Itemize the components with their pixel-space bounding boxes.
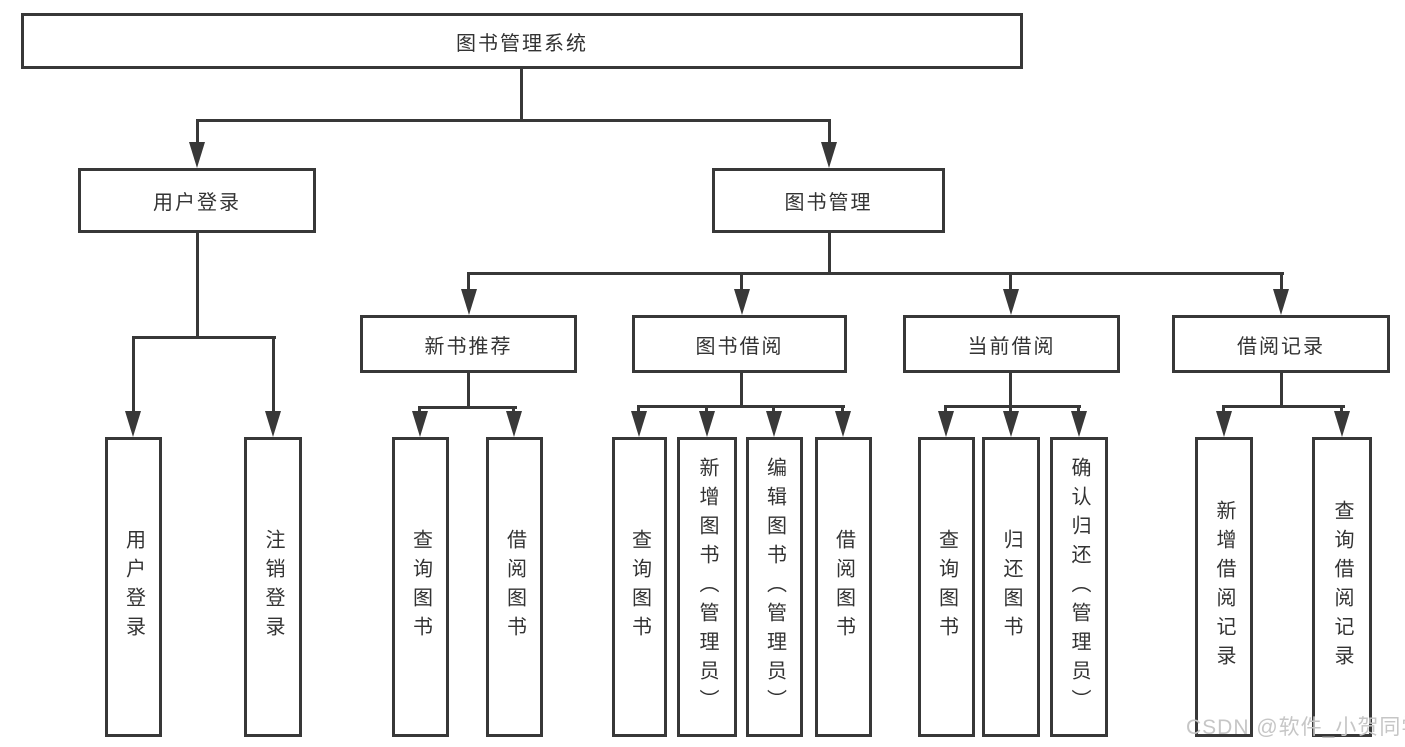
node-book-management: 图书管理 — [712, 168, 945, 233]
connector-line — [1009, 272, 1012, 292]
leaf-edit-book-admin: 编辑图书（管理员） — [746, 437, 803, 737]
leaf-label: 确认归还（管理员） — [1068, 456, 1090, 718]
arrow-down-icon — [835, 411, 851, 437]
connector-line — [944, 405, 1081, 408]
leaf-borrow-books-recommend: 借阅图书 — [486, 437, 543, 737]
leaf-return-book: 归还图书 — [982, 437, 1040, 737]
connector-line — [467, 373, 470, 409]
connector-line — [512, 406, 515, 415]
leaf-label: 归还图书 — [1000, 529, 1022, 645]
node-new-book-recommendation: 新书推荐 — [360, 315, 577, 373]
leaf-add-borrow-record: 新增借阅记录 — [1195, 437, 1253, 737]
arrow-down-icon — [734, 289, 750, 315]
leaf-label: 编辑图书（管理员） — [763, 456, 786, 718]
connector-line — [418, 406, 421, 415]
connector-line — [132, 336, 135, 414]
connector-line — [828, 233, 831, 275]
arrow-down-icon — [265, 411, 281, 437]
connector-line — [772, 405, 775, 414]
leaf-label: 借阅图书 — [503, 529, 526, 645]
node-user-login: 用户登录 — [78, 168, 316, 233]
connector-line — [196, 233, 199, 338]
connector-line — [740, 373, 743, 408]
arrow-down-icon — [1216, 411, 1232, 437]
leaf-label: 查询借阅记录 — [1331, 500, 1353, 674]
leaf-logout: 注销登录 — [244, 437, 302, 737]
arrow-down-icon — [1273, 289, 1289, 315]
connector-line — [467, 272, 1284, 275]
node-book-borrowing: 图书借阅 — [632, 315, 847, 373]
connector-line — [705, 405, 708, 414]
leaf-query-books-borrowing: 查询图书 — [612, 437, 667, 737]
connector-line — [196, 119, 831, 122]
arrow-down-icon — [1003, 411, 1019, 437]
connector-line — [520, 69, 523, 121]
connector-line — [841, 405, 844, 414]
leaf-label: 查询图书 — [628, 529, 651, 645]
connector-line — [1280, 272, 1283, 292]
leaf-label: 查询图书 — [409, 529, 432, 645]
node-borrowing-records: 借阅记录 — [1172, 315, 1390, 373]
connector-line — [1009, 373, 1012, 408]
arrow-down-icon — [506, 411, 522, 437]
arrow-down-icon — [1334, 411, 1350, 437]
leaf-borrow-books: 借阅图书 — [815, 437, 872, 737]
connector-line — [1222, 405, 1225, 414]
arrow-down-icon — [125, 411, 141, 437]
connector-line — [637, 405, 845, 408]
arrow-down-icon — [938, 411, 954, 437]
connector-line — [1222, 405, 1345, 408]
leaf-label: 查询图书 — [935, 529, 958, 645]
leaf-label: 用户登录 — [122, 529, 145, 645]
leaf-add-book-admin: 新增图书（管理员） — [677, 437, 737, 737]
connector-line — [467, 272, 470, 292]
arrow-down-icon — [1071, 411, 1087, 437]
arrow-down-icon — [412, 411, 428, 437]
connector-line — [132, 336, 276, 339]
leaf-query-borrow-record: 查询借阅记录 — [1312, 437, 1372, 737]
connector-line — [196, 119, 199, 147]
leaf-user-login: 用户登录 — [105, 437, 162, 737]
node-current-borrowing: 当前借阅 — [903, 315, 1120, 373]
watermark: CSDN @软件_小贺同学 — [1186, 716, 1405, 739]
connector-line — [272, 336, 275, 414]
leaf-label: 借阅图书 — [832, 529, 855, 645]
arrow-down-icon — [631, 411, 647, 437]
connector-line — [740, 272, 743, 292]
leaf-query-books-current: 查询图书 — [918, 437, 975, 737]
connector-line — [828, 119, 831, 147]
leaf-label: 新增图书（管理员） — [696, 456, 718, 718]
leaf-confirm-return-admin: 确认归还（管理员） — [1050, 437, 1108, 737]
arrow-down-icon — [699, 411, 715, 437]
leaf-label: 注销登录 — [262, 529, 284, 645]
arrow-down-icon — [189, 142, 205, 168]
arrow-down-icon — [1003, 289, 1019, 315]
connector-line — [418, 406, 517, 409]
arrow-down-icon — [461, 289, 477, 315]
connector-line — [944, 405, 947, 414]
connector-line — [1077, 405, 1080, 414]
arrow-down-icon — [821, 142, 837, 168]
arrow-down-icon — [766, 411, 782, 437]
node-library-management-system: 图书管理系统 — [21, 13, 1023, 69]
connector-line — [1280, 373, 1283, 408]
connector-line — [1009, 405, 1012, 414]
connector-line — [1340, 405, 1343, 414]
leaf-query-books-recommend: 查询图书 — [392, 437, 449, 737]
connector-line — [637, 405, 640, 414]
leaf-label: 新增借阅记录 — [1213, 500, 1235, 674]
